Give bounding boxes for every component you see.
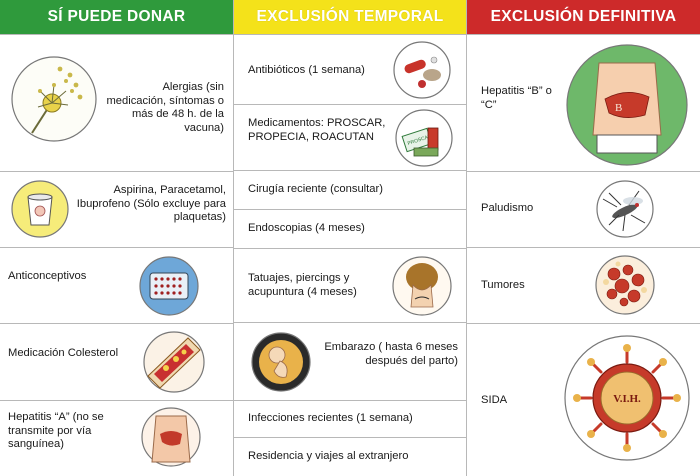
artery-icon <box>142 330 206 394</box>
row-hepatitis-a: Hepatitis “A” (no se transmite por vía s… <box>0 400 233 476</box>
header-exclusion-temporal: EXCLUSIÓN TEMPORAL <box>234 0 466 34</box>
aspirina-text: Aspirina, Paracetamol, Ibuprofeno (Sólo … <box>76 184 226 223</box>
hepatitis-bc-text: Hepatitis “B” o “C” <box>481 85 552 111</box>
row-tumores: Tumores <box>467 247 700 323</box>
residencia-text: Residencia y viajes al extranjero <box>248 450 409 462</box>
infecciones-text: Infecciones recientes (1 semana) <box>248 412 413 424</box>
mosquito-icon <box>595 179 655 239</box>
row-embarazo: Embarazo ( hasta 6 meses después del par… <box>234 322 466 400</box>
virus-label: V.I.H. <box>613 393 641 405</box>
tattoo-neck-icon <box>391 255 453 317</box>
header-exclusion-definitiva: EXCLUSIÓN DEFINITIVA <box>467 0 700 34</box>
pills-icon <box>392 40 452 100</box>
row-cirugia: Cirugía reciente (consultar) <box>234 170 466 209</box>
anticonceptivos-text: Anticonceptivos <box>8 270 87 282</box>
row-alergias: Alergias (sin medicación, síntomas o más… <box>0 34 233 171</box>
medicine-boxes-icon: PROSCAR <box>394 108 454 168</box>
colesterol-text: Medicación Colesterol <box>8 347 119 359</box>
cirugia-text: Cirugía reciente (consultar) <box>248 183 383 195</box>
alergias-text: Alergias (sin medicación, síntomas o más… <box>106 81 224 134</box>
paludismo-text: Paludismo <box>481 202 534 214</box>
body-liver-icon <box>140 406 202 468</box>
row-hepatitis-bc: Hepatitis “B” o “C” B <box>467 34 700 171</box>
sida-text: SIDA <box>481 394 508 406</box>
row-sida: SIDA V.I.H. <box>467 323 700 476</box>
row-antibioticos: Antibióticos (1 semana) <box>234 34 466 104</box>
tatuajes-text: Tatuajes, piercings y acupuntura (4 mese… <box>248 272 357 298</box>
torso-liver-icon: B <box>565 43 689 167</box>
row-colesterol: Medicación Colesterol <box>0 323 233 400</box>
hepatitis-a-text: Hepatitis “A” (no se transmite por vía s… <box>8 411 104 450</box>
virus-icon: V.I.H. <box>563 334 691 462</box>
column-exclusion-definitiva: EXCLUSIÓN DEFINITIVA Hepatitis “B” o “C”… <box>467 0 700 476</box>
row-aspirina: Aspirina, Paracetamol, Ibuprofeno (Sólo … <box>0 171 233 247</box>
header-si-puede-donar: SÍ PUEDE DONAR <box>0 0 233 34</box>
row-tatuajes: Tatuajes, piercings y acupuntura (4 mese… <box>234 248 466 322</box>
row-paludismo: Paludismo <box>467 171 700 247</box>
embarazo-text: Embarazo ( hasta 6 meses después del par… <box>324 341 458 367</box>
antibioticos-text: Antibióticos (1 semana) <box>248 64 365 76</box>
column-si-puede-donar: SÍ PUEDE DONAR Alergias (sin medicación <box>0 0 234 476</box>
medicamentos-text: Medicamentos: PROSCAR, PROPECIA, ROACUTA… <box>248 117 386 143</box>
row-endoscopias: Endoscopias (4 meses) <box>234 209 466 248</box>
row-anticonceptivos: Anticonceptivos <box>0 247 233 323</box>
dandelion-icon <box>10 55 98 143</box>
column-exclusion-temporal: EXCLUSIÓN TEMPORAL Antibióticos (1 seman… <box>234 0 467 476</box>
tumor-cells-icon <box>594 254 656 316</box>
tumores-text: Tumores <box>481 279 525 291</box>
row-residencia: Residencia y viajes al extranjero <box>234 437 466 476</box>
row-infecciones: Infecciones recientes (1 semana) <box>234 400 466 437</box>
liver-letter: B <box>615 102 622 114</box>
pill-cup-icon <box>10 179 70 239</box>
row-medicamentos: Medicamentos: PROSCAR, PROPECIA, ROACUTA… <box>234 104 466 170</box>
pill-blister-icon <box>138 255 200 317</box>
endoscopias-text: Endoscopias (4 meses) <box>248 222 365 234</box>
fetus-icon <box>250 331 312 393</box>
